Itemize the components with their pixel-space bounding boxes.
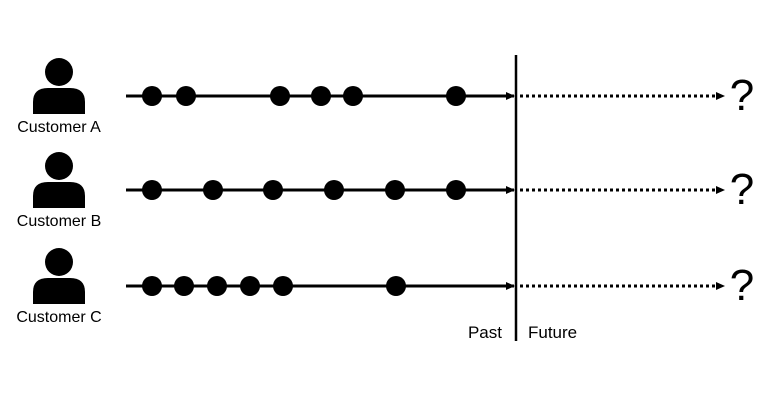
customer-label: Customer A	[17, 119, 101, 136]
person-icon	[33, 58, 85, 114]
event-dot	[270, 86, 290, 106]
unknown-future-icon: ?	[730, 261, 754, 310]
person-icon	[33, 152, 85, 208]
event-dot	[343, 86, 363, 106]
event-dot	[142, 276, 162, 296]
event-dot	[207, 276, 227, 296]
event-dot	[446, 86, 466, 106]
customer-label: Customer B	[17, 213, 101, 230]
customer-rows: Customer A?Customer B?Customer C?	[16, 58, 754, 326]
event-dot	[324, 180, 344, 200]
event-dot	[273, 276, 293, 296]
event-dot	[385, 180, 405, 200]
event-dot	[142, 86, 162, 106]
event-dot	[203, 180, 223, 200]
event-dot	[174, 276, 194, 296]
person-icon	[33, 248, 85, 304]
customer-row: Customer A?	[17, 58, 754, 136]
customer-row: Customer B?	[17, 152, 754, 230]
event-dot	[240, 276, 260, 296]
event-dot	[176, 86, 196, 106]
event-dot	[142, 180, 162, 200]
future-label: Future	[528, 323, 577, 342]
event-dot	[263, 180, 283, 200]
event-dot	[386, 276, 406, 296]
unknown-future-icon: ?	[730, 165, 754, 214]
customer-row: Customer C?	[16, 248, 754, 326]
customer-label: Customer C	[16, 309, 101, 326]
event-dot	[311, 86, 331, 106]
event-dot	[446, 180, 466, 200]
unknown-future-icon: ?	[730, 71, 754, 120]
past-label: Past	[468, 323, 502, 342]
